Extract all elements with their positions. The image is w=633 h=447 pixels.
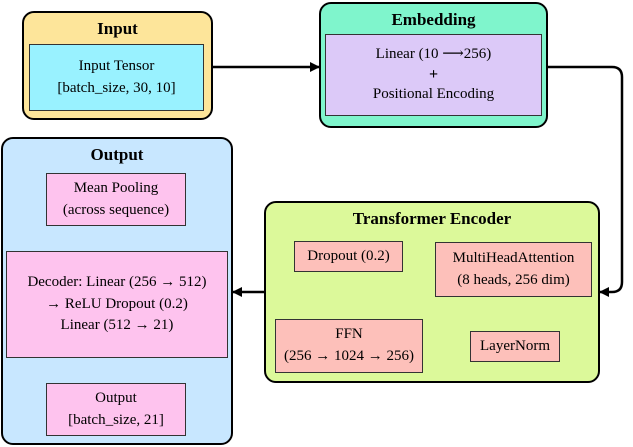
layernorm-box: LayerNorm	[470, 331, 560, 362]
embedding-positional-label: Positional Encoding	[372, 85, 495, 102]
output-group-title: Output	[90, 145, 144, 164]
input-tensor-shape: [batch_size, 30, 10]	[57, 79, 176, 96]
decoder-line-3: Linear (512 → 21)	[60, 317, 174, 334]
decoder-box: Decoder: Linear (256 → 512) → ReLU Dropo…	[6, 251, 228, 358]
multihead-attention-box: MultiHeadAttention (8 heads, 256 dim)	[435, 242, 592, 297]
ffn-detail: (256 → 1024 → 256)	[284, 348, 414, 364]
embedding-box: Linear (10 ⟶256) + Positional Encoding	[325, 34, 542, 116]
mean-pooling-detail: (across sequence)	[62, 201, 170, 218]
ffn-label: FFN	[335, 326, 363, 343]
arrow-embedding-to-encoder	[548, 65, 624, 297]
decoder-line-1: Decoder: Linear (256 → 512)	[27, 273, 207, 290]
ffn-box: FFN (256 → 1024 → 256)	[275, 319, 423, 373]
embedding-group-title: Embedding	[391, 10, 476, 29]
layernorm-label: LayerNorm	[480, 337, 550, 354]
output-shape-label: Output	[95, 389, 137, 406]
decoder-line-2: → ReLU Dropout (0.2)	[46, 295, 188, 312]
multihead-attention-detail: (8 heads, 256 dim)	[457, 271, 570, 288]
multihead-attention-label: MultiHeadAttention	[452, 249, 575, 266]
input-group-title: Input	[97, 19, 138, 38]
dropout-label: Dropout (0.2)	[307, 247, 390, 264]
mean-pooling-box: Mean Pooling (across sequence)	[46, 173, 186, 226]
output-shape-value: [batch_size, 21]	[68, 411, 164, 428]
transformer-encoder-title: Transformer Encoder	[352, 209, 512, 228]
output-shape-box: Output [batch_size, 21]	[46, 383, 186, 436]
embedding-plus-sign: +	[428, 66, 439, 84]
dropout-box: Dropout (0.2)	[294, 241, 403, 272]
input-tensor-label: Input Tensor	[78, 57, 155, 74]
input-tensor-box: Input Tensor [batch_size, 30, 10]	[29, 44, 204, 111]
mean-pooling-label: Mean Pooling	[73, 179, 159, 196]
embedding-linear-label: Linear (10 ⟶256)	[375, 46, 492, 63]
